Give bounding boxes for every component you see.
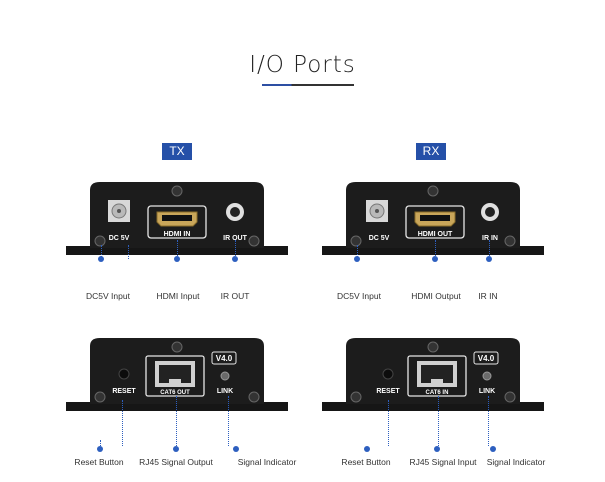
link-led-icon [482,371,492,381]
leader-line [438,396,439,446]
screw-icon [504,391,516,403]
marker-dot [98,256,104,262]
hdmi-label: HDMI OUT [418,231,453,238]
reset-button-icon [118,368,130,380]
marker-dot [434,446,440,452]
rx-back-panel: RESET CAT6 IN V4.0 LINK [322,334,544,414]
caption-rj45-output: RJ45 Signal Output [139,457,213,467]
ir-label: IR IN [482,235,498,242]
hdmi-label: HDMI IN [164,231,191,238]
cat-label: CAT6 IN [426,390,449,396]
marker-dot [490,446,496,452]
caption-reset-button: Reset Button [341,457,391,467]
dc-label: DC 5V [369,235,390,242]
title-underline [262,84,354,86]
caption-ir-out: IR OUT [220,291,250,301]
dc-label: DC 5V [109,235,130,242]
ir-jack-icon [230,207,240,217]
ir-label: IR OUT [223,235,247,242]
screw-icon [504,235,516,247]
link-led-icon [220,371,230,381]
leader-line [176,396,177,446]
version-label: V4.0 [216,354,233,363]
screw-icon [248,235,260,247]
leader-line [489,240,490,256]
screw-icon [427,185,439,197]
tx-back-panel: RESET CAT6 OUT V4.0 LINK [66,334,288,414]
caption-signal-indicator: Signal Indicator [486,457,546,467]
caption-hdmi-input: HDMI Input [156,291,200,301]
screw-icon [94,391,106,403]
reset-button-icon [382,368,394,380]
marker-dot [486,256,492,262]
caption-ir-in: IR IN [478,291,498,301]
screw-icon [171,341,183,353]
leader-line [128,245,129,259]
leader-line [177,240,178,256]
leader-line [122,400,123,446]
screw-icon [350,235,362,247]
screw-icon [350,391,362,403]
marker-dot [432,256,438,262]
marker-dot [232,256,238,262]
marker-dot [174,256,180,262]
marker-dot [233,446,239,452]
screw-icon [248,391,260,403]
page-title: I/O Ports [249,52,356,78]
caption-rj45-input: RJ45 Signal Input [409,457,477,467]
screw-icon [171,185,183,197]
screw-icon [94,235,106,247]
leader-line [435,240,436,256]
leader-line [357,245,358,259]
link-label: LINK [479,388,495,395]
tx-tag: TX [162,143,192,160]
caption-reset-button: Reset Button [74,457,124,467]
marker-dot [173,446,179,452]
leader-line [235,240,236,256]
caption-hdmi-output: HDMI Output [411,291,461,301]
leader-line [100,440,101,448]
caption-dc-input: DC5V Input [86,291,130,301]
leader-line [101,245,102,259]
screw-icon [427,341,439,353]
marker-dot [97,446,103,452]
leader-line [388,400,389,446]
marker-dot [364,446,370,452]
leader-line [488,396,489,446]
caption-signal-indicator: Signal Indicator [237,457,297,467]
cat-label: CAT6 OUT [160,390,190,396]
rx-tag: RX [416,143,446,160]
version-label: V4.0 [478,354,495,363]
link-label: LINK [217,388,233,395]
rx-front-panel: DC 5V HDMI OUT IR IN [322,178,544,258]
marker-dot [354,256,360,262]
reset-label: RESET [376,388,400,395]
caption-dc-input: DC5V Input [337,291,381,301]
reset-label: RESET [112,388,136,395]
leader-line [228,396,229,446]
ir-jack-icon [485,207,495,217]
